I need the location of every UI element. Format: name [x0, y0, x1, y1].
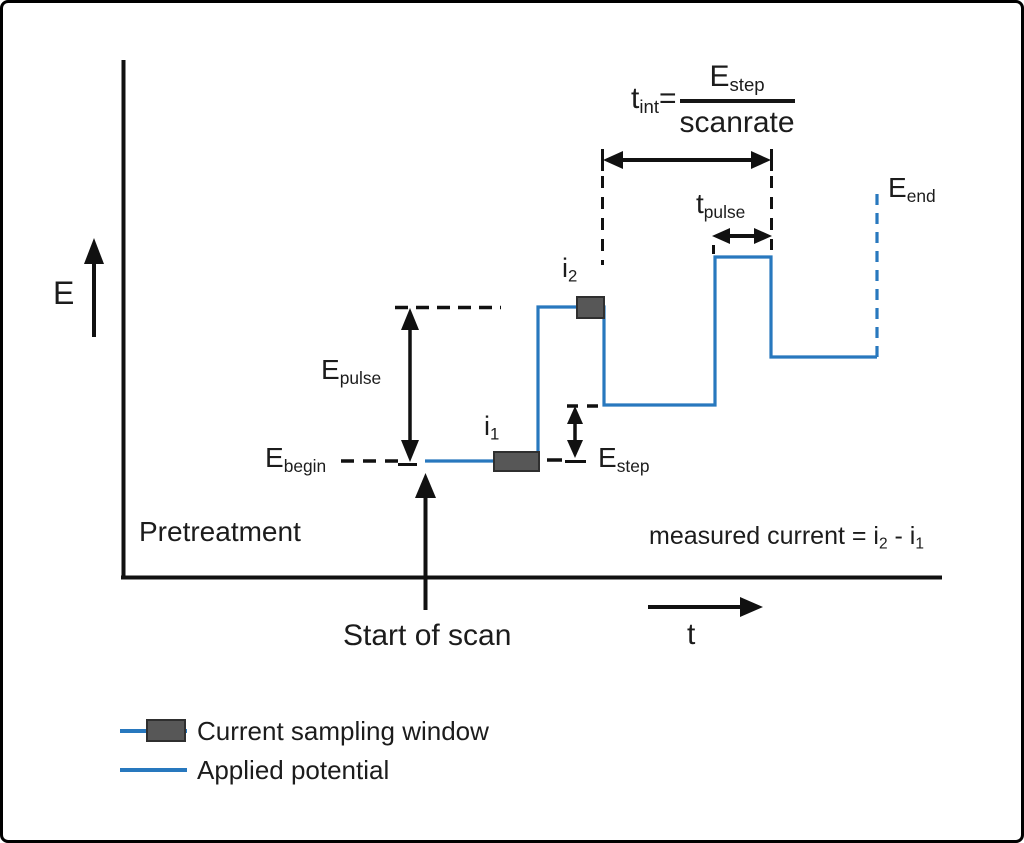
- e-step-arrow-up-icon: [567, 406, 583, 424]
- formula-denominator: scanrate: [679, 106, 795, 140]
- formula-fraction: Estep scanrate: [679, 60, 795, 140]
- e-pulse-label: Epulse: [321, 354, 382, 388]
- start-of-scan-arrow-head-icon: [415, 473, 436, 498]
- x-axis-label: t: [687, 618, 696, 651]
- t-pulse-arrow-left-icon: [712, 228, 730, 244]
- legend-sampling-window-icon: [146, 719, 186, 742]
- i2-label: i2: [562, 253, 578, 286]
- e-axis-arrow-head-icon: [84, 238, 104, 264]
- pretreatment-label: Pretreatment: [139, 516, 301, 547]
- formula-lhs: tint=: [631, 82, 677, 118]
- sampling-window-i2: [576, 296, 605, 319]
- e-step-label: Estep: [598, 442, 650, 476]
- e-pulse-arrow-up-icon: [401, 308, 419, 330]
- t-pulse-arrow-right-icon: [754, 228, 772, 244]
- sampling-window-i1: [493, 451, 540, 472]
- t-int-arrow-left-icon: [603, 151, 623, 169]
- e-step-arrow-down-icon: [567, 440, 583, 458]
- diagram-canvas: [84, 60, 942, 772]
- i1-label: i1: [484, 411, 500, 444]
- t-int-arrow-right-icon: [751, 151, 771, 169]
- e-begin-label: Ebegin: [265, 442, 327, 476]
- measured-current-label: measured current = i2 - i1: [649, 522, 924, 553]
- t-int-formula: tint= Estep scanrate: [631, 60, 795, 140]
- start-of-scan-label: Start of scan: [343, 619, 512, 652]
- t-pulse-label: tpulse: [696, 188, 746, 222]
- e-end-label: Eend: [888, 172, 936, 206]
- t-axis-arrow-head-icon: [740, 597, 763, 617]
- applied-potential-waveform: [425, 255, 877, 463]
- e-pulse-arrow-down-icon: [401, 440, 419, 462]
- legend-sampling-label: Current sampling window: [197, 716, 489, 746]
- y-axis-label: E: [53, 275, 75, 311]
- formula-numerator: Estep: [679, 60, 795, 104]
- legend-applied-label: Applied potential: [197, 755, 390, 785]
